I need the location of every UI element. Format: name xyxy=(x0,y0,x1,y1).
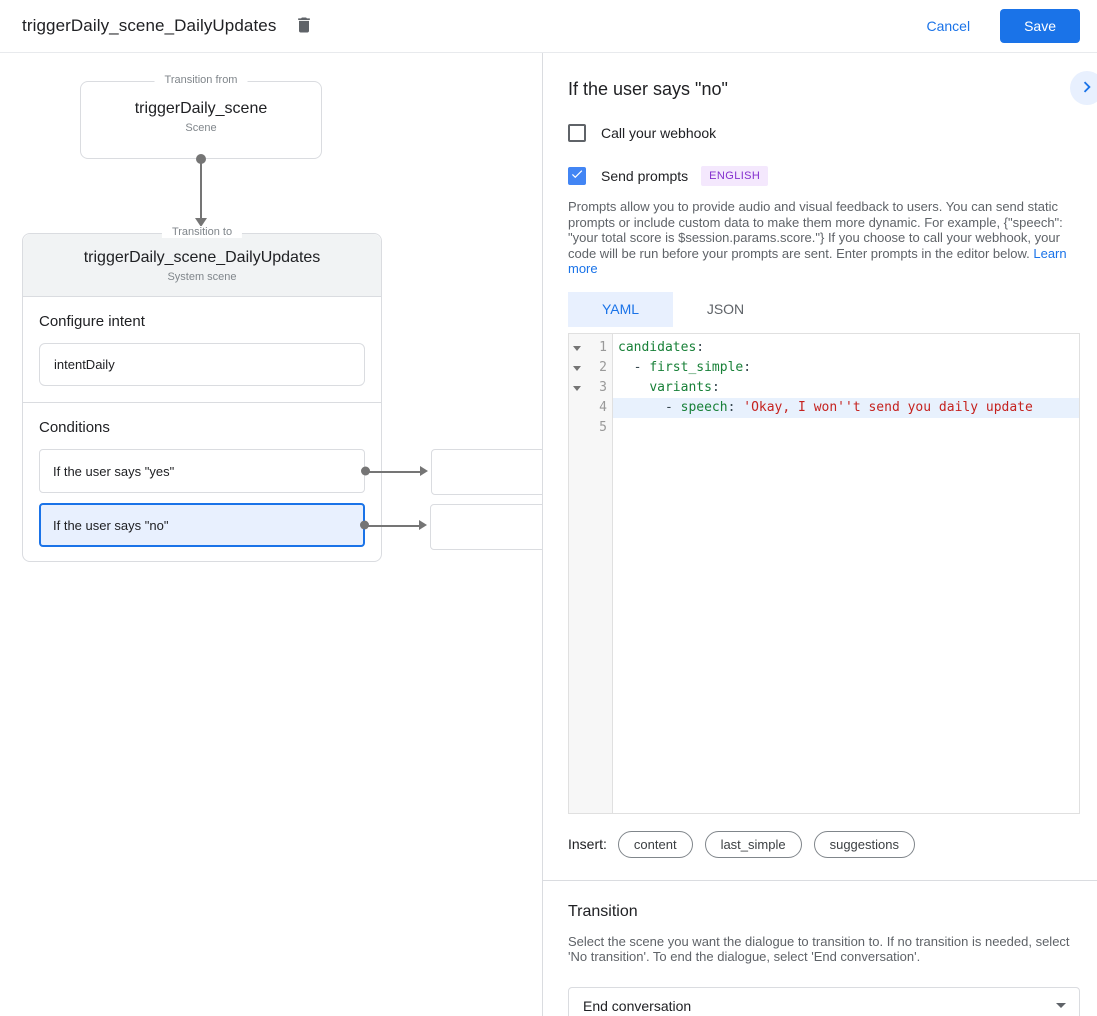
line-number: 4 xyxy=(599,400,607,415)
send-prompts-label: Send prompts xyxy=(601,168,689,184)
send-prompts-row: Send prompts ENGLISH xyxy=(568,166,1080,186)
code-editor[interactable]: 1 2 3 4 5 candidates: - first_simple: varian… xyxy=(568,332,1080,814)
code-line[interactable] xyxy=(613,418,1079,438)
connector-dot xyxy=(360,520,369,530)
prompts-description-text: Prompts allow you to provide audio and v… xyxy=(568,199,1063,261)
connector-line xyxy=(366,525,419,527)
panel-title: If the user says "no" xyxy=(568,79,728,99)
card-divider xyxy=(23,402,381,403)
insert-row: Insert: content last_simple suggestions xyxy=(568,830,1080,858)
trash-icon xyxy=(294,15,314,38)
check-icon xyxy=(570,167,584,186)
chevron-right-icon xyxy=(1076,76,1097,101)
collapse-panel-button[interactable] xyxy=(1070,71,1097,105)
intent-item[interactable]: intentDaily xyxy=(39,343,365,386)
delete-scene-button[interactable] xyxy=(290,12,318,40)
webhook-row: Call your webhook xyxy=(568,124,1080,142)
configure-intent-label: Configure intent xyxy=(39,313,145,330)
triangle-down-icon[interactable] xyxy=(569,360,585,375)
transition-target-box[interactable] xyxy=(431,449,542,495)
condition-label: If the user says "yes" xyxy=(53,463,175,479)
transition-from-node[interactable]: Transition from triggerDaily_scene Scene xyxy=(80,74,322,164)
transition-select[interactable]: End conversation xyxy=(568,986,1080,1016)
chip-last-simple[interactable]: last_simple xyxy=(704,830,802,858)
tab-json[interactable]: JSON xyxy=(673,291,778,327)
conditions-label: Conditions xyxy=(39,419,110,436)
to-scene-body: Configure intent intentDaily Conditions … xyxy=(23,297,542,561)
connector-dot xyxy=(196,154,206,164)
top-bar: triggerDaily_scene_DailyUpdates Cancel S… xyxy=(0,0,1097,53)
cancel-button[interactable]: Cancel xyxy=(926,18,971,34)
learn-more-link[interactable]: Learn more xyxy=(568,245,1067,277)
page-title: triggerDaily_scene_DailyUpdates xyxy=(22,16,277,35)
arrow-down-icon xyxy=(195,218,207,227)
line-number: 1 xyxy=(599,340,607,355)
triangle-down-icon[interactable] xyxy=(569,380,585,395)
to-scene-header: triggerDaily_scene_DailyUpdates System s… xyxy=(23,234,381,297)
chip-content[interactable]: content xyxy=(617,830,693,858)
transition-section: Transition Select the scene you want the… xyxy=(543,879,1097,1016)
save-button[interactable]: Save xyxy=(1000,9,1080,43)
line-number: 2 xyxy=(599,360,607,375)
transition-title: Transition xyxy=(568,902,638,920)
transition-to-card[interactable]: Transition to triggerDaily_scene_DailyUp… xyxy=(22,226,542,562)
connector-line xyxy=(367,471,420,473)
arrow-right-icon xyxy=(420,466,428,476)
code-line[interactable]: - speech: 'Okay, I won''t send you daily… xyxy=(613,397,1079,418)
send-prompts-checkbox[interactable] xyxy=(568,167,586,185)
line-number: 5 xyxy=(599,420,607,435)
prompts-description: Prompts allow you to provide audio and v… xyxy=(568,199,1080,277)
main-split: Transition from triggerDaily_scene Scene… xyxy=(0,53,1097,1016)
language-badge: ENGLISH xyxy=(701,166,769,186)
chip-suggestions[interactable]: suggestions xyxy=(813,830,915,858)
transition-target-box[interactable] xyxy=(430,504,542,550)
condition-edit-panel: If the user says "no" Call your webhook … xyxy=(543,53,1097,1016)
transition-from-legend: Transition from xyxy=(154,74,248,86)
condition-item-no[interactable]: If the user says "no" xyxy=(39,503,542,550)
condition-item-yes[interactable]: If the user says "yes" xyxy=(39,449,542,495)
transition-description: Select the scene you want the dialogue t… xyxy=(568,933,1070,965)
from-scene-type: Scene xyxy=(185,122,217,134)
prompts-section: If the user says "no" Call your webhook … xyxy=(543,53,1097,880)
connector-dot xyxy=(361,466,370,476)
condition-label: If the user says "no" xyxy=(53,517,169,533)
code-line[interactable]: candidates: xyxy=(618,339,705,355)
from-scene-name: triggerDaily_scene xyxy=(134,100,268,117)
code-line[interactable]: variants: xyxy=(649,379,720,395)
triangle-down-icon[interactable] xyxy=(569,340,585,355)
tab-yaml[interactable]: YAML xyxy=(568,291,673,327)
transition-select-value: End conversation xyxy=(583,997,692,1014)
code-line[interactable]: - first_simple: xyxy=(618,359,752,375)
arrow-right-icon xyxy=(419,520,427,530)
webhook-checkbox[interactable] xyxy=(568,124,586,142)
webhook-label: Call your webhook xyxy=(601,125,717,141)
caret-down-icon xyxy=(1056,1003,1066,1008)
connector-line xyxy=(200,161,202,219)
editor-tabs: YAML JSON xyxy=(568,291,1080,327)
code-lines[interactable]: candidates: - first_simple: variants: - … xyxy=(613,333,1079,813)
editor-gutter: 1 2 3 4 5 xyxy=(569,333,613,813)
transition-to-legend: Transition to xyxy=(161,226,243,238)
line-number: 3 xyxy=(599,380,607,395)
to-scene-name: triggerDaily_scene_DailyUpdates xyxy=(83,249,321,266)
scene-diagram-canvas: Transition from triggerDaily_scene Scene… xyxy=(0,53,543,1016)
insert-label: Insert: xyxy=(568,836,607,852)
to-scene-type: System scene xyxy=(167,271,237,283)
